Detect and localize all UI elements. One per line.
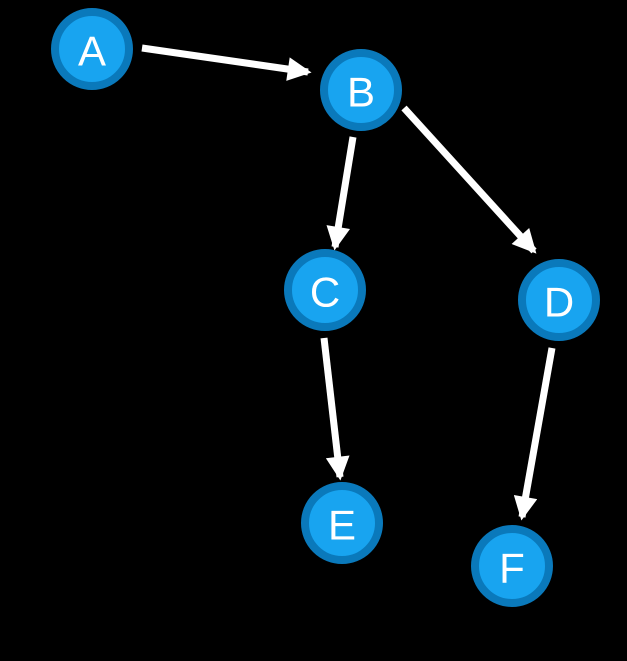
edge-B-D xyxy=(401,105,537,254)
edge-C-E xyxy=(320,337,350,481)
edge-A-B xyxy=(141,44,312,81)
node-A-circle[interactable] xyxy=(51,8,133,90)
node-E[interactable]: E xyxy=(301,482,383,564)
node-C[interactable]: C xyxy=(284,249,366,331)
node-A[interactable]: A xyxy=(51,8,133,90)
edge-D-F xyxy=(513,347,556,521)
edges-layer xyxy=(141,44,556,521)
node-F-circle[interactable] xyxy=(471,525,553,607)
node-C-circle[interactable] xyxy=(284,249,366,331)
node-D-circle[interactable] xyxy=(518,259,600,341)
node-F[interactable]: F xyxy=(471,525,553,607)
node-B[interactable]: B xyxy=(320,49,402,131)
node-D[interactable]: D xyxy=(518,259,600,341)
nodes-layer: A B C D E F xyxy=(51,8,600,607)
node-E-circle[interactable] xyxy=(301,482,383,564)
edge-B-C xyxy=(326,136,357,251)
node-B-circle[interactable] xyxy=(320,49,402,131)
